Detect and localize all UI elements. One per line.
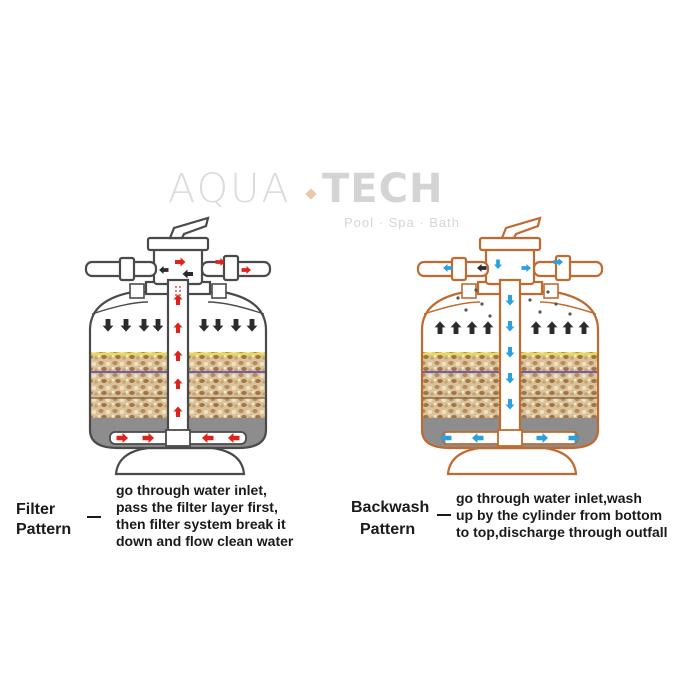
flow-up-arrow-icon (173, 294, 183, 305)
backwash-title-line1: Backwash (351, 499, 430, 516)
pipe-stub (129, 283, 145, 299)
flow-left-arrow-icon (443, 263, 453, 273)
debris-dot (554, 302, 558, 306)
flow-down-arrow-icon (152, 319, 164, 332)
pipe-union (450, 256, 468, 282)
valve-cap (478, 236, 542, 252)
flow-down-arrow-icon (493, 259, 503, 269)
tank-shoulder-line (91, 301, 149, 315)
flow-left-arrow-icon (201, 433, 214, 443)
lateral-hub (165, 429, 191, 447)
flow-right-arrow-icon (116, 433, 129, 443)
valve-body (152, 246, 204, 286)
flow-right-arrow-icon (536, 433, 549, 443)
tank-base (446, 446, 578, 476)
tank-shoulder-line (207, 301, 265, 315)
pipe-union (554, 254, 572, 282)
tank-shoulder-line (423, 301, 481, 315)
flow-left-arrow-icon (227, 433, 240, 443)
flow-right-arrow-icon (521, 263, 531, 273)
flow-dots (175, 286, 181, 296)
flow-up-arrow-icon (530, 321, 542, 334)
debris-dot (456, 296, 460, 300)
tank-shoulder-line (539, 301, 597, 315)
pipe-stub (211, 283, 227, 299)
debris-dot (488, 314, 492, 318)
pipe-union (118, 256, 136, 282)
debris-dot (474, 288, 478, 292)
flow-right-arrow-icon (142, 433, 155, 443)
flow-left-arrow-icon (471, 433, 484, 443)
flow-down-arrow-icon (120, 319, 132, 332)
flow-down-arrow-icon (138, 319, 150, 332)
flow-up-arrow-icon (450, 321, 462, 334)
flow-up-arrow-icon (173, 350, 183, 361)
debris-dot (568, 312, 572, 316)
flow-left-arrow-icon (439, 433, 452, 443)
flow-up-arrow-icon (482, 321, 494, 334)
flow-down-arrow-icon (505, 295, 515, 306)
valve-handle (168, 216, 210, 240)
flow-up-arrow-icon (434, 321, 446, 334)
filter-desc-line1: go through water inlet, (116, 482, 267, 498)
flow-left-arrow-icon (159, 265, 169, 275)
filter-title-line1: Filter (16, 501, 56, 518)
flow-right-arrow-icon (215, 257, 225, 267)
flow-down-arrow-icon (102, 319, 114, 332)
flow-right-arrow-icon (553, 257, 563, 267)
flow-up-arrow-icon (173, 322, 183, 333)
flow-down-arrow-icon (505, 399, 515, 410)
watermark-brand-left: AQUA (168, 166, 291, 212)
backwash-desc-line3: to top,discharge through outfall (456, 524, 668, 540)
debris-dot (480, 302, 484, 306)
flow-down-arrow-icon (212, 319, 224, 332)
flow-left-arrow-icon (477, 263, 487, 273)
tank-outline (88, 290, 268, 450)
backwash-dash (437, 514, 451, 516)
filter-desc-line3: then filter system break it (116, 516, 286, 532)
filter-title-line2: Pattern (16, 521, 72, 538)
pipe-stub (461, 283, 477, 299)
flow-up-arrow-icon (562, 321, 574, 334)
flow-down-arrow-icon (198, 319, 210, 332)
debris-dot (528, 298, 532, 302)
watermark-tagline: Pool · Spa · Bath (344, 215, 460, 230)
pipe-stub (543, 283, 559, 299)
lateral-hub (497, 429, 523, 447)
flow-down-arrow-icon (230, 319, 242, 332)
flow-up-arrow-icon (546, 321, 558, 334)
backwash-pattern-unit (416, 216, 604, 476)
watermark-brand-right: TECH (322, 166, 444, 212)
flow-up-arrow-icon (173, 378, 183, 389)
backwash-title-line2: Pattern (360, 521, 416, 538)
flow-left-arrow-icon (182, 269, 193, 279)
flow-down-arrow-icon (505, 373, 515, 384)
filter-dash (87, 516, 101, 518)
valve-cap (146, 236, 210, 252)
pipe-union (222, 254, 240, 282)
filter-desc-line2: pass the filter layer first, (116, 499, 278, 515)
tank-base (114, 446, 246, 476)
flow-up-arrow-icon (173, 406, 183, 417)
flow-down-arrow-icon (505, 347, 515, 358)
debris-dot (538, 310, 542, 314)
flow-down-arrow-icon (505, 321, 515, 332)
flow-down-arrow-icon (246, 319, 258, 332)
debris-dot (464, 308, 468, 312)
flow-up-arrow-icon (578, 321, 590, 334)
flow-up-arrow-icon (466, 321, 478, 334)
tank-outline (420, 290, 600, 450)
filter-pattern-unit (84, 216, 272, 476)
debris-dot (546, 290, 550, 294)
filter-desc-line4: down and flow clean water (116, 533, 294, 549)
valve-handle (500, 216, 542, 240)
flow-right-arrow-icon (175, 257, 186, 267)
backwash-desc-line2: up by the cylinder from bottom (456, 507, 663, 523)
backwash-desc-line1: go through water inlet,wash (456, 490, 642, 506)
flow-right-arrow-icon (568, 433, 581, 443)
flow-right-arrow-icon (241, 265, 251, 275)
